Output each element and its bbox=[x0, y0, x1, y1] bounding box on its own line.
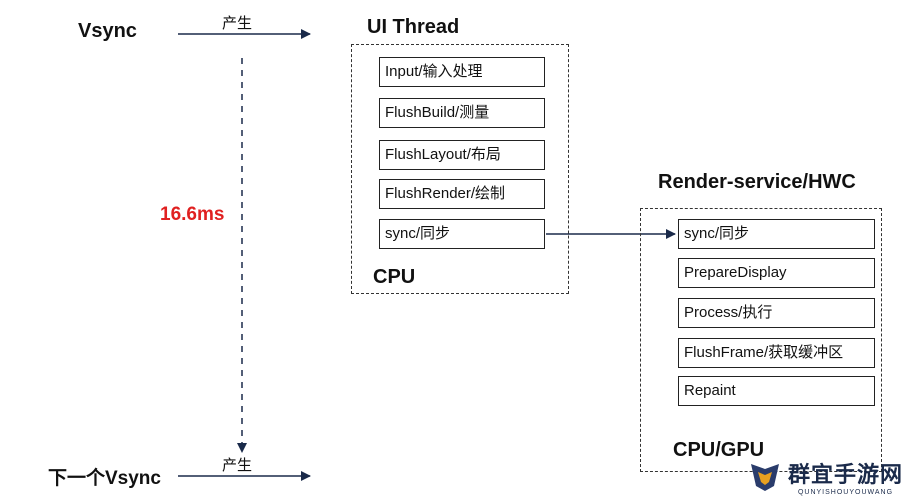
render-service-title: Render-service/HWC bbox=[658, 171, 856, 193]
watermark-title: 群宜手游网 bbox=[787, 462, 903, 487]
rs-step-preparedisplay: PrepareDisplay bbox=[678, 258, 875, 288]
rs-step-sync: sync/同步 bbox=[678, 219, 875, 249]
watermark: 群宜手游网 QUNYISHOUYOUWANG bbox=[748, 457, 903, 496]
next-vsync-label: 下一个Vsync bbox=[48, 468, 161, 489]
produce-label-top: 产生 bbox=[222, 15, 253, 32]
ui-step-flushbuild: FlushBuild/测量 bbox=[379, 98, 545, 128]
ui-thread-footer: CPU bbox=[373, 266, 416, 288]
ui-step-sync: sync/同步 bbox=[379, 219, 545, 249]
rs-step-process: Process/执行 bbox=[678, 298, 875, 328]
rs-step-repaint: Repaint bbox=[678, 376, 875, 406]
ui-step-flushrender: FlushRender/绘制 bbox=[379, 179, 545, 209]
ui-thread-box bbox=[351, 44, 569, 294]
ui-step-input: Input/输入处理 bbox=[379, 57, 545, 87]
rs-step-flushframe: FlushFrame/获取缓冲区 bbox=[678, 338, 875, 368]
ui-step-flushlayout: FlushLayout/布局 bbox=[379, 140, 545, 170]
vsync-label: Vsync bbox=[78, 20, 137, 42]
ui-thread-title: UI Thread bbox=[367, 16, 460, 38]
interval-label: 16.6ms bbox=[160, 204, 225, 225]
produce-label-bottom: 产生 bbox=[222, 457, 253, 474]
watermark-logo-icon bbox=[750, 463, 779, 491]
render-service-footer: CPU/GPU bbox=[673, 439, 765, 461]
watermark-subtitle: QUNYISHOUYOUWANG bbox=[797, 489, 894, 496]
